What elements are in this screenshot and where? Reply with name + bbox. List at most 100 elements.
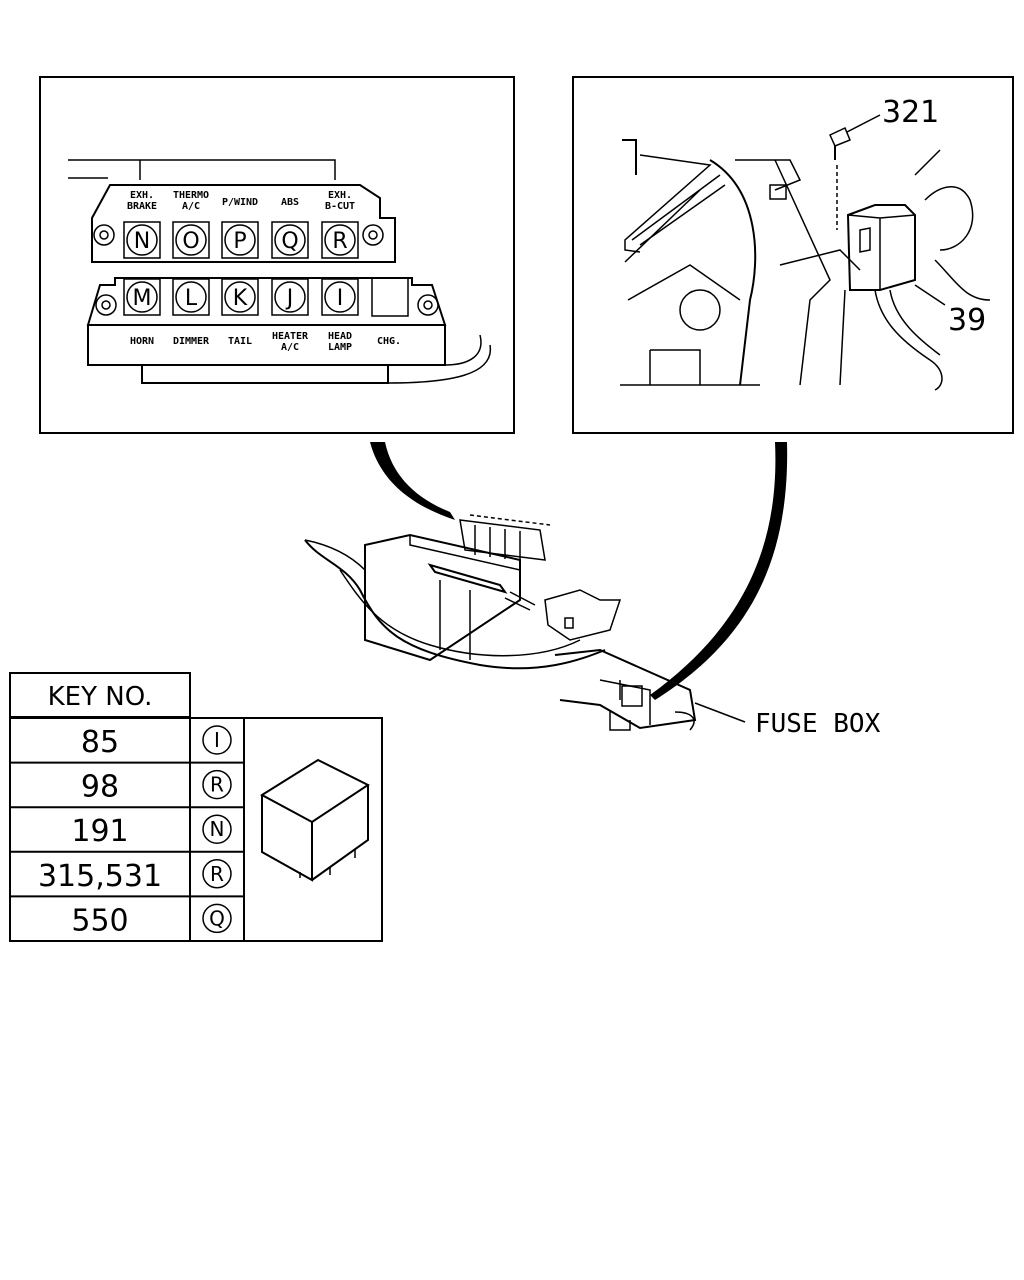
cover-flap — [544, 589, 622, 641]
harness-inner — [339, 569, 581, 657]
clip — [769, 184, 787, 200]
bottom-left-lug — [95, 294, 117, 316]
relay-harness-2 — [889, 289, 941, 356]
fuse-box-foot — [609, 710, 631, 731]
bottom-relay-label: DIMMER — [173, 336, 210, 347]
dash-edge — [622, 139, 637, 175]
relay-bracket-39 — [846, 204, 916, 291]
fuse-box-hook — [674, 711, 695, 731]
key-letter: R — [210, 862, 224, 886]
top-right-lug — [362, 224, 384, 246]
dash-panel-1 — [624, 154, 712, 253]
relay-slot-n: N — [123, 221, 161, 259]
key-number: 550 — [71, 903, 128, 938]
mount-panel: 321 39 — [572, 76, 1014, 434]
key-table-body — [9, 717, 383, 942]
fuse-box-leader — [694, 702, 746, 723]
relay-letter: P — [233, 229, 246, 254]
bottom-relay-label: TAIL — [228, 336, 252, 347]
relay-slot-j: J — [271, 278, 309, 316]
relay-letter: I — [337, 286, 344, 311]
bolt-callout: 321 — [882, 95, 939, 130]
bolt-321 — [829, 126, 851, 230]
cover-tab — [564, 617, 574, 629]
bottom-right-lug — [417, 294, 439, 316]
left-pointer-arrow — [370, 442, 455, 520]
fuse-block-strap — [439, 580, 471, 660]
dash-hole — [679, 289, 721, 331]
bottom-relay-label: HORN — [130, 336, 154, 347]
relay-panel-frame — [39, 76, 515, 434]
bottom-relay-block — [86, 277, 447, 326]
wire-bundle — [68, 159, 336, 180]
key-table-row: 98 R — [10, 761, 244, 805]
relay-slot-i: I — [321, 278, 359, 316]
right-pointer-arrow — [650, 442, 788, 700]
top-left-lug — [93, 224, 115, 246]
fuse-box-slots — [599, 679, 651, 725]
bracket-callout: 39 — [948, 303, 986, 338]
top-relay-block — [91, 184, 396, 263]
relay-letter: O — [182, 229, 199, 254]
top-relay-label: EXH.BRAKE — [127, 190, 157, 212]
dash-lower — [624, 189, 741, 301]
mount-panel-frame — [572, 76, 1014, 434]
relay-letter: L — [185, 286, 198, 311]
fuse-block-top-edge — [409, 535, 521, 571]
key-letter: Q — [209, 906, 225, 930]
key-number: 85 — [81, 725, 119, 760]
fuse-box-connector — [621, 685, 643, 707]
dash-bracket — [620, 349, 760, 386]
support-beam — [774, 159, 846, 386]
fuse-box-assembly — [304, 514, 697, 731]
relay-letter: R — [332, 229, 347, 254]
bottom-relay-label: CHG. — [377, 336, 401, 347]
body-edge — [914, 149, 991, 301]
fuse-box-rail — [554, 648, 697, 730]
relay-slot-o: O — [172, 221, 210, 259]
top-relay-label: ABS — [281, 197, 299, 208]
key-table-row: 550 Q — [10, 895, 244, 938]
relay-slot-k: K — [221, 278, 259, 316]
fuse-block-clip — [427, 563, 508, 594]
relay-letter: M — [133, 286, 152, 311]
harness-curve — [387, 334, 491, 384]
top-relay-label: EXH.B-CUT — [325, 190, 355, 212]
empty-relay-slot — [371, 277, 409, 317]
relay-harness — [874, 289, 943, 391]
relay-slot-l: L — [172, 278, 210, 316]
relay-letter: J — [285, 286, 294, 311]
key-table-header: KEY NO. — [48, 682, 153, 712]
key-letter: N — [210, 817, 225, 841]
dash-top-trim — [735, 159, 802, 191]
relay-letter: N — [134, 229, 150, 254]
key-number: 315,531 — [38, 859, 162, 894]
top-relay-row: N O P Q R — [123, 221, 359, 259]
relay-slot-r: R — [321, 221, 359, 259]
relay-illustration — [260, 758, 370, 882]
relay-slot-m: M — [123, 278, 161, 316]
relay-slot-q: Q — [271, 221, 309, 259]
relay-letter: Q — [281, 229, 298, 254]
key-number: 98 — [81, 770, 119, 805]
lever — [504, 591, 536, 611]
fuse-box-label: FUSE BOX — [755, 709, 881, 739]
harness-upper — [304, 539, 366, 571]
relay-stack — [459, 514, 551, 561]
top-relay-label: P/WIND — [222, 197, 258, 208]
key-letter: R — [210, 773, 224, 797]
harness-lower-edge — [304, 539, 606, 670]
dash-panel-2 — [709, 159, 757, 386]
